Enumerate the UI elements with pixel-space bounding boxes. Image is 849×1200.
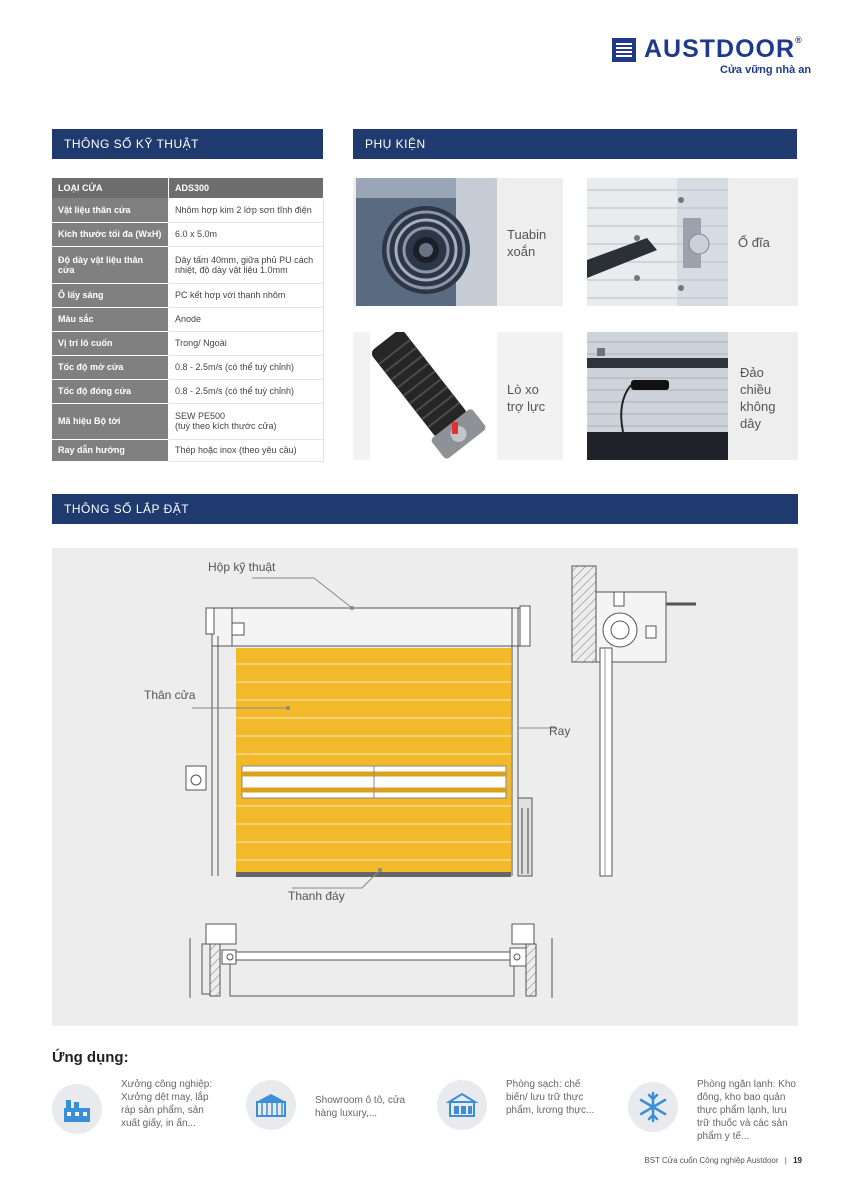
- specs-header-value: ADS300: [168, 178, 324, 198]
- page-footer: BST Cửa cuốn Công nghiệp Austdoor | 19: [644, 1156, 802, 1165]
- applications-title: Ứng dụng:: [52, 1049, 129, 1066]
- spec-value: Thép hoặc inox (theo yêu cầu): [168, 439, 324, 462]
- spec-key: Ray dẫn hướng: [52, 439, 169, 462]
- brand-logo: AUSTDOOR® Cửa vững nhà an: [612, 35, 811, 80]
- spec-key: Màu sắc: [52, 307, 169, 332]
- spec-key: Kích thước tối đa (WxH): [52, 222, 169, 247]
- spec-value: Trong/ Ngoài: [168, 331, 324, 356]
- specs-header-key: LOẠI CỬA: [52, 178, 169, 198]
- specs-header-row: LOẠI CỬA ADS300: [52, 178, 324, 198]
- brand-tagline: Cửa vững nhà an: [720, 64, 812, 76]
- spec-value: Dây tấm 40mm, giữa phủ PU cách nhiệt, độ…: [168, 246, 324, 284]
- specs-section-title: THÔNG SỐ KỸ THUẬT: [52, 129, 323, 159]
- spec-key: Tốc độ đóng cửa: [52, 379, 169, 404]
- install-diagram: Hộp kỹ thuật Thân cửa Ray Thanh đáy: [52, 548, 798, 1026]
- footer-separator: |: [784, 1156, 787, 1165]
- spec-value: Nhôm hợp kim 2 lớp sơn tĩnh điện: [168, 198, 324, 223]
- spec-key: Tốc độ mở cửa: [52, 355, 169, 380]
- factory-icon: [64, 1100, 90, 1122]
- disc-drive-photo: [587, 178, 728, 306]
- spec-value: PC kết hợp với thanh nhôm: [168, 283, 324, 308]
- spec-key: Mã hiệu Bộ tời: [52, 403, 169, 440]
- wireless-reverse-photo: [587, 332, 728, 460]
- spec-key: Vị trí lô cuốn: [52, 331, 169, 356]
- spec-value: 6.0 x 5.0m: [168, 222, 324, 247]
- snowflake-icon: [639, 1091, 667, 1123]
- page-number: 19: [793, 1156, 802, 1165]
- door-body: [236, 648, 511, 876]
- spec-key: Vật liệu thân cửa: [52, 198, 169, 223]
- label-door-body: Thân cửa: [144, 688, 196, 702]
- spec-value: Anode: [168, 307, 324, 332]
- spec-value: 0.8 - 2.5m/s (có thể tuỳ chỉnh): [168, 355, 324, 380]
- torsion-turbine-photo: [356, 178, 497, 306]
- accessories-section-title: PHỤ KIỆN: [353, 129, 797, 159]
- label-bottom-bar: Thanh đáy: [288, 889, 345, 903]
- label-rail: Ray: [549, 724, 571, 738]
- showroom-icon: [256, 1094, 286, 1117]
- spec-key: Ô lấy sáng: [52, 283, 169, 308]
- austdoor-logo-icon: [612, 38, 636, 62]
- spec-key: Độ dày vật liệu thân cửa: [52, 246, 169, 284]
- table-row: Kích thước tối đa (WxH)6.0 x 5.0m: [52, 222, 324, 247]
- cleanroom-icon: [445, 1092, 479, 1117]
- spec-value: 0.8 - 2.5m/s (có thể tuỳ chỉnh): [168, 379, 324, 404]
- footer-text: BST Cửa cuốn Công nghiệp Austdoor: [644, 1156, 779, 1165]
- install-section-title: THÔNG SỐ LẮP ĐẶT: [52, 494, 798, 524]
- label-technical-box: Hộp kỹ thuật: [208, 560, 276, 574]
- spec-value: SEW PE500(tuỳ theo kích thước cửa): [168, 403, 324, 440]
- brand-name: AUSTDOOR®: [644, 35, 803, 63]
- accessory-label-disc: Ổ đĩa: [738, 235, 770, 250]
- install-drawing: [185, 565, 696, 998]
- assist-spring-photo: [370, 332, 497, 460]
